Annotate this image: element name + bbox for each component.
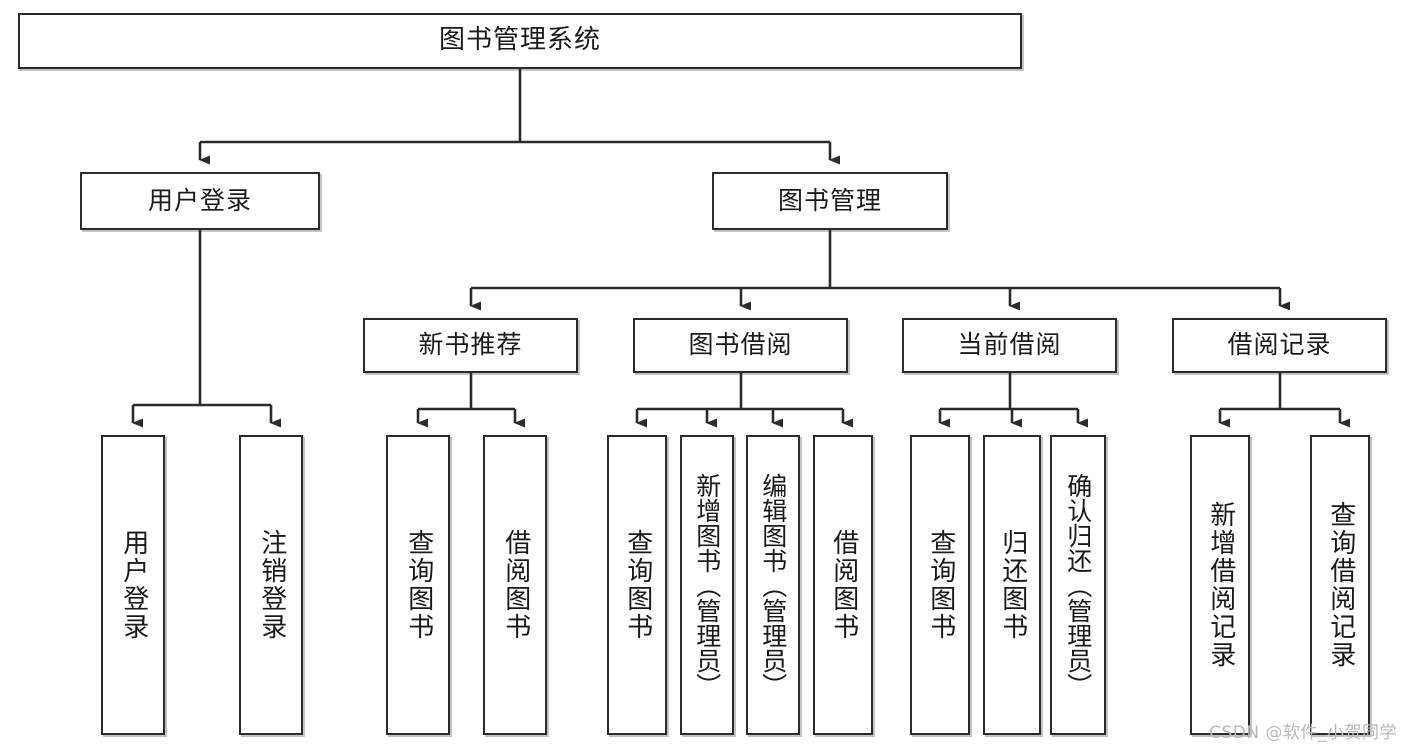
node-label: 查询图书 — [622, 529, 653, 641]
node-leaf-borrow-book-1[interactable]: 借阅图书 — [483, 435, 547, 735]
node-leaf-query-record[interactable]: 查询借阅记录 — [1310, 435, 1370, 735]
node-label: 新书推荐 — [418, 330, 523, 360]
node-label: 新增图书（管理员） — [692, 472, 722, 698]
node-new-book-recommend[interactable]: 新书推荐 — [363, 318, 578, 373]
node-label: 编辑图书（管理员） — [758, 472, 788, 698]
node-label: 新增借阅记录 — [1205, 501, 1236, 669]
watermark-text: CSDN @软件_小贺同学 — [1209, 723, 1397, 743]
node-current-borrow[interactable]: 当前借阅 — [902, 318, 1117, 373]
node-label: 确认归还（管理员） — [1063, 472, 1093, 698]
node-leaf-add-book[interactable]: 新增图书（管理员） — [680, 435, 734, 735]
node-label: 借阅图书 — [500, 529, 531, 641]
node-label: 注销登录 — [256, 529, 287, 641]
node-label: 查询图书 — [403, 529, 434, 641]
node-label: 图书借阅 — [688, 330, 793, 360]
node-book-manage[interactable]: 图书管理 — [712, 172, 948, 230]
node-label: 查询图书 — [925, 529, 956, 641]
node-borrow-record[interactable]: 借阅记录 — [1172, 318, 1387, 373]
node-leaf-return-book[interactable]: 归还图书 — [983, 435, 1041, 735]
node-label: 当前借阅 — [957, 330, 1062, 360]
node-leaf-edit-book[interactable]: 编辑图书（管理员） — [746, 435, 800, 735]
node-label: 归还图书 — [997, 529, 1028, 641]
node-leaf-confirm-return[interactable]: 确认归还（管理员） — [1050, 435, 1106, 735]
node-book-borrow[interactable]: 图书借阅 — [633, 318, 848, 373]
node-root[interactable]: 图书管理系统 — [18, 13, 1022, 69]
node-label: 查询借阅记录 — [1325, 501, 1356, 669]
node-leaf-query-book-2[interactable]: 查询图书 — [607, 435, 667, 735]
node-label: 图书管理 — [777, 185, 882, 215]
node-leaf-user-login[interactable]: 用户登录 — [101, 435, 165, 735]
node-leaf-logout[interactable]: 注销登录 — [239, 435, 303, 735]
node-label: 图书管理系统 — [438, 25, 601, 56]
node-label: 借阅记录 — [1227, 330, 1332, 360]
node-label: 借阅图书 — [828, 529, 859, 641]
node-label: 用户登录 — [118, 529, 149, 641]
node-leaf-query-book-3[interactable]: 查询图书 — [910, 435, 970, 735]
node-leaf-query-book-1[interactable]: 查询图书 — [386, 435, 450, 735]
node-leaf-add-record[interactable]: 新增借阅记录 — [1190, 435, 1250, 735]
node-user-login[interactable]: 用户登录 — [80, 172, 320, 230]
node-leaf-borrow-book-2[interactable]: 借阅图书 — [813, 435, 873, 735]
node-label: 用户登录 — [147, 185, 252, 215]
